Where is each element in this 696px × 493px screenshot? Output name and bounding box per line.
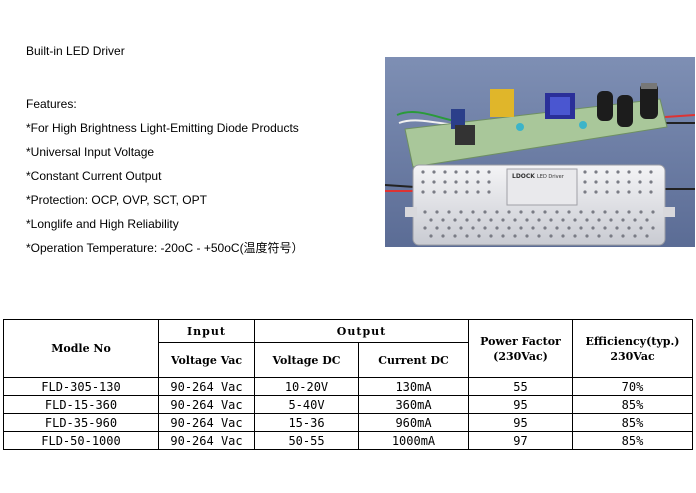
- header-efficiency: Efficiency(typ.) 230Vac: [572, 319, 693, 378]
- features-heading: Features:: [26, 97, 77, 111]
- header-voltage-vac: Voltage Vac: [158, 342, 255, 378]
- vent-holes: [421, 170, 655, 238]
- feature-item: *Longlife and High Reliability: [26, 217, 179, 231]
- cell-eff: 85%: [572, 395, 693, 414]
- header-input: Input: [158, 319, 255, 343]
- feature-item: *For High Brightness Light-Emitting Diod…: [26, 121, 299, 135]
- cell-eff: 85%: [572, 431, 693, 450]
- product-photo: LDOCK LED Driver: [385, 57, 695, 247]
- cell-iout: 1000mA: [358, 431, 469, 450]
- cell-pf: 95: [468, 413, 573, 432]
- cell-model: FLD-50-1000: [3, 431, 159, 450]
- header-power-factor: Power Factor (230Vac): [468, 319, 573, 378]
- cell-eff: 70%: [572, 377, 693, 396]
- table-row: FLD-50-1000 90-264 Vac 50-55 1000mA 97 8…: [3, 431, 693, 450]
- cell-iout: 360mA: [358, 395, 469, 414]
- table-row: FLD-305-130 90-264 Vac 10-20V 130mA 55 7…: [3, 377, 693, 396]
- header-current-dc: Current DC: [358, 342, 469, 378]
- cell-vout: 10-20V: [254, 377, 359, 396]
- table-row: FLD-15-360 90-264 Vac 5-40V 360mA 95 85%: [3, 395, 693, 414]
- page-title: Built-in LED Driver: [26, 44, 125, 58]
- features-list: Features: *For High Brightness Light-Emi…: [26, 92, 304, 260]
- table-row: FLD-35-960 90-264 Vac 15-36 960mA 95 85%: [3, 413, 693, 432]
- label-product: LED Driver: [537, 174, 565, 180]
- cell-pf: 95: [468, 395, 573, 414]
- header-voltage-dc: Voltage DC: [254, 342, 359, 378]
- cell-vin: 90-264 Vac: [158, 413, 255, 432]
- cell-iout: 130mA: [358, 377, 469, 396]
- cell-eff: 85%: [572, 413, 693, 432]
- cell-vout: 15-36: [254, 413, 359, 432]
- cell-vout: 50-55: [254, 431, 359, 450]
- label-brand: LDOCK: [512, 173, 535, 180]
- cell-iout: 960mA: [358, 413, 469, 432]
- cell-model: FLD-305-130: [3, 377, 159, 396]
- cell-pf: 55: [468, 377, 573, 396]
- feature-item: *Constant Current Output: [26, 169, 162, 183]
- spec-table: Modle No Input Output Power Factor (230V…: [3, 319, 693, 450]
- cell-vin: 90-264 Vac: [158, 377, 255, 396]
- cell-pf: 97: [468, 431, 573, 450]
- cell-model: FLD-15-360: [3, 395, 159, 414]
- header-output: Output: [254, 319, 469, 343]
- cell-model: FLD-35-960: [3, 413, 159, 432]
- feature-item: *Universal Input Voltage: [26, 145, 155, 159]
- feature-item: *Operation Temperature: -20oC - +50oC(温度…: [26, 241, 304, 255]
- cell-vout: 5-40V: [254, 395, 359, 414]
- cell-vin: 90-264 Vac: [158, 431, 255, 450]
- feature-item: *Protection: OCP, OVP, SCT, OPT: [26, 193, 207, 207]
- header-model: Modle No: [3, 319, 159, 378]
- capacitor-blue: [451, 109, 465, 129]
- cell-vin: 90-264 Vac: [158, 395, 255, 414]
